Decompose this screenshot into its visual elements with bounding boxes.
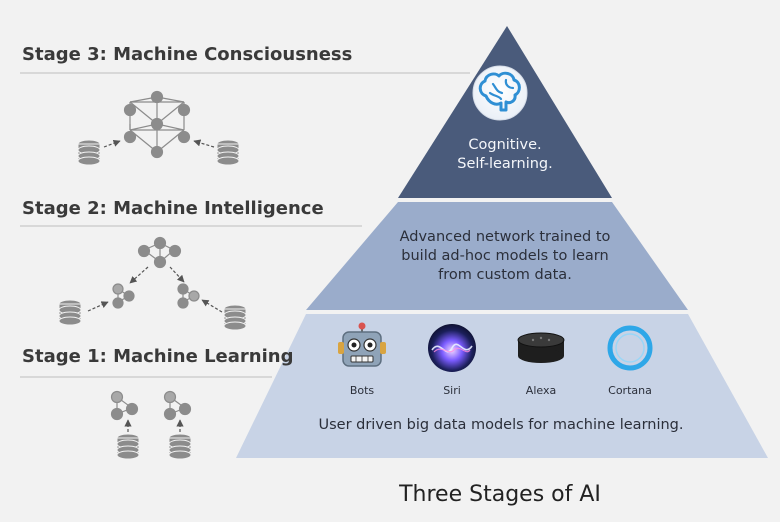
middle-tier-text: Advanced network trained to build ad-hoc…	[370, 228, 640, 285]
alexa-echo-icon	[517, 332, 565, 363]
robot-icon	[338, 322, 386, 367]
cortana-icon	[607, 325, 653, 371]
database-icon	[58, 299, 82, 326]
pyramid-middle-tier	[306, 202, 688, 310]
stage2-label: Stage 2: Machine Intelligence	[22, 198, 324, 219]
assistant-label-bots: Bots	[349, 384, 375, 397]
bottom-tier-caption: User driven big data models for machine …	[318, 417, 684, 433]
database-icon	[216, 139, 240, 166]
siri-icon	[428, 324, 476, 372]
middle-tier-line: build ad-hoc models to learn	[401, 248, 609, 264]
stage3-label: Stage 3: Machine Consciousness	[22, 44, 353, 65]
middle-tier-line: Advanced network trained to	[399, 229, 611, 245]
diagram-title: Three Stages of AI	[399, 482, 601, 507]
assistant-label-alexa: Alexa	[525, 384, 557, 397]
assistant-label-siri: Siri	[443, 384, 461, 397]
database-icon	[223, 304, 247, 331]
top-tier-line: Self-learning.	[457, 156, 553, 172]
stage1-network-illustration	[110, 390, 192, 432]
database-icon	[168, 433, 192, 460]
stage3-network-illustration	[103, 90, 215, 159]
middle-tier-line: from custom data.	[438, 267, 572, 283]
stage1-label: Stage 1: Machine Learning	[22, 346, 294, 367]
top-tier-line: Cognitive.	[468, 137, 542, 153]
brain-icon	[472, 65, 528, 121]
assistant-label-cortana: Cortana	[608, 384, 652, 397]
database-icon	[116, 433, 140, 460]
top-tier-text: Cognitive. Self-learning.	[430, 136, 580, 174]
stage2-network-illustration	[87, 236, 223, 313]
database-icon	[77, 139, 101, 166]
